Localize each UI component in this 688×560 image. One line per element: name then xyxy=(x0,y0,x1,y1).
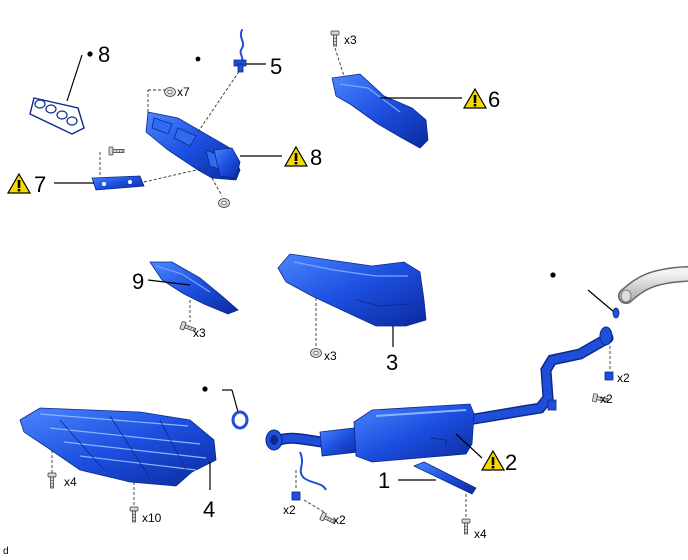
callout-6: 6 xyxy=(488,87,500,112)
qty-clamp-left-x2: x2 xyxy=(283,503,296,517)
warning-triangle-icon xyxy=(7,173,31,194)
leader-2 xyxy=(455,433,483,459)
exhaust-pipe-heat-insulator xyxy=(149,261,239,315)
nut-icon xyxy=(310,348,322,358)
leader-gasket-right xyxy=(587,289,615,313)
qty-bolt-9-x3: x3 xyxy=(193,326,206,340)
qty-nut-x7: x7 xyxy=(177,85,190,99)
nut-icon xyxy=(164,87,176,97)
qty-bolt-top-x3: x3 xyxy=(344,33,357,47)
callout-7: 7 xyxy=(34,172,46,197)
tail-pipe xyxy=(618,266,688,304)
floor-heat-insulator xyxy=(277,253,427,327)
qty-bolt-4-x4: x4 xyxy=(64,475,77,489)
bolt-icon xyxy=(461,518,471,535)
exhaust-gasket-ring xyxy=(231,410,249,430)
warning-triangle-icon xyxy=(463,88,487,109)
leader-9 xyxy=(147,279,191,286)
qty-bolt-4-x10: x10 xyxy=(142,511,162,525)
callout-5: 5 xyxy=(270,54,282,79)
callout-2: 2 xyxy=(505,450,517,475)
air-fuel-ratio-sensor xyxy=(233,29,247,73)
bullet-dot-icon xyxy=(202,386,208,392)
callout-3: 3 xyxy=(386,350,398,375)
bolt-icon xyxy=(129,506,139,523)
bullet-dot-icon xyxy=(87,51,93,57)
nut-icon xyxy=(218,198,230,208)
exhaust-manifold-gasket xyxy=(29,97,85,135)
manifold-stay xyxy=(91,175,145,191)
callout-8-manifold: 8 xyxy=(310,145,322,170)
exhaust-manifold xyxy=(145,111,241,181)
exhaust-pipe-support-bracket xyxy=(413,461,477,495)
callout-9: 9 xyxy=(132,269,144,294)
callout-1: 1 xyxy=(378,468,390,493)
qty-bolt-left-x2: x2 xyxy=(333,513,346,527)
qty-nut-3-x3: x3 xyxy=(324,349,337,363)
qty-bolt-right-x2: x2 xyxy=(600,392,613,406)
callout-8-gasket: 8 xyxy=(98,42,110,67)
warning-triangle-icon xyxy=(284,146,308,167)
bolt-icon xyxy=(108,146,125,156)
qty-clamp-right-x2: x2 xyxy=(617,371,630,385)
leader-8-gasket xyxy=(66,54,83,102)
bolt-icon xyxy=(47,472,57,489)
bullet-dot-icon xyxy=(195,56,201,62)
clamp-icon xyxy=(291,491,301,501)
engine-under-cover xyxy=(19,407,217,487)
bolt-icon xyxy=(330,30,340,47)
callout-4: 4 xyxy=(203,497,215,522)
bullet-dot-icon xyxy=(550,272,556,278)
qty-bolt-1-x4: x4 xyxy=(474,527,487,541)
exhaust-pipe-assembly xyxy=(265,326,614,491)
exhaust-gasket-right xyxy=(612,307,620,319)
clamp-icon xyxy=(604,371,614,381)
manifold-heat-insulator xyxy=(331,73,429,149)
figure-code: d xyxy=(3,546,9,557)
warning-triangle-icon xyxy=(481,450,505,471)
